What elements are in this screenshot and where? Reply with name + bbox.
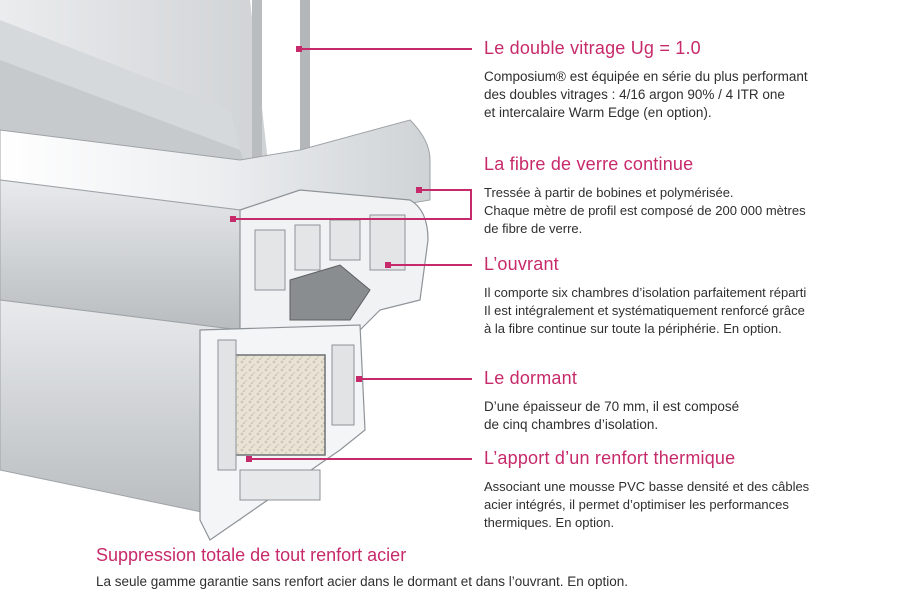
callout-title-fibre-de-verre: La fibre de verre continue: [484, 154, 694, 174]
leader-line-renfort: [252, 458, 472, 460]
callout-title-double-vitrage: Le double vitrage Ug = 1.0: [484, 38, 701, 58]
bottom-body: La seule gamme garantie sans renfort aci…: [96, 574, 629, 589]
window-profile-illustration: [0, 0, 431, 541]
callout-title-ouvrant: L’ouvrant: [484, 254, 559, 274]
leader-line-double-vitrage: [302, 48, 472, 50]
sash-profile: [0, 119, 431, 331]
callout-title-dormant: Le dormant: [484, 368, 578, 388]
callout-title-renfort-thermique: L’apport d’un renfort thermique: [484, 448, 736, 468]
bottom-title: Suppression totale de tout renfort acier: [96, 545, 407, 565]
leader-dots: [230, 46, 422, 462]
frame-profile: [0, 299, 366, 541]
callout-body-renfort-thermique: Associant une mousse PVC basse densité e…: [484, 479, 810, 530]
leader-line-fibre-bottom: [236, 218, 470, 220]
leader-line-fibre-top: [422, 189, 470, 191]
leader-line-ouvrant: [391, 264, 472, 266]
callout-body-fibre-de-verre: Tressée à partir de bobines et polyméris…: [484, 185, 806, 236]
callout-body-double-vitrage: Composium® est équipée en série du plus …: [484, 69, 808, 120]
leader-line-fibre-bracket: [470, 189, 472, 220]
leader-line-dormant: [362, 378, 472, 380]
callout-body-ouvrant: Il comporte six chambres d’isolation par…: [484, 285, 807, 336]
callout-body-dormant: D’une épaisseur de 70 mm, il est composé…: [484, 399, 740, 432]
